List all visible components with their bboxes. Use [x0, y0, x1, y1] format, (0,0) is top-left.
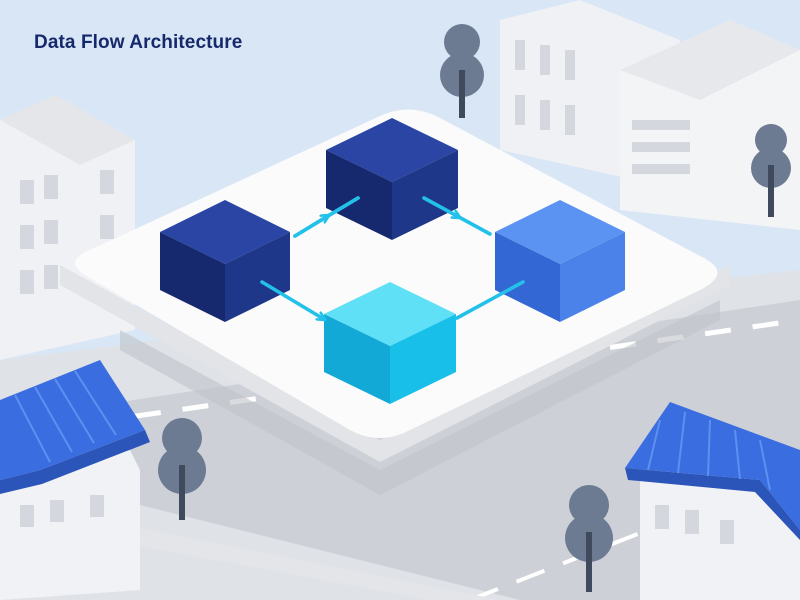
- arrow-top-to-right: [422, 196, 492, 236]
- road-edge: [469, 468, 800, 600]
- cube-node-royal-right: [495, 200, 625, 322]
- building-left-tall: [0, 95, 135, 360]
- house-icon: [625, 402, 800, 600]
- tree-icon: [751, 124, 791, 217]
- platform-shadow: [120, 300, 720, 495]
- diagram-title: Data Flow Architecture: [34, 32, 243, 53]
- tree-icon: [158, 418, 206, 520]
- tree-icon: [440, 24, 484, 118]
- arrow-left-to-bottom: [260, 280, 322, 318]
- tree-icon: [565, 485, 613, 592]
- platform-top: [75, 109, 718, 438]
- arrow-left-to-top: [293, 196, 360, 238]
- house-icon: [0, 360, 150, 600]
- cube-node-cyan-bottom: [324, 282, 456, 404]
- cube-node-navy-left: [160, 200, 290, 322]
- arrow-bottom-to-right: [455, 280, 525, 320]
- flow-arrows: [260, 196, 525, 320]
- cube-node-navy-top: [326, 118, 458, 240]
